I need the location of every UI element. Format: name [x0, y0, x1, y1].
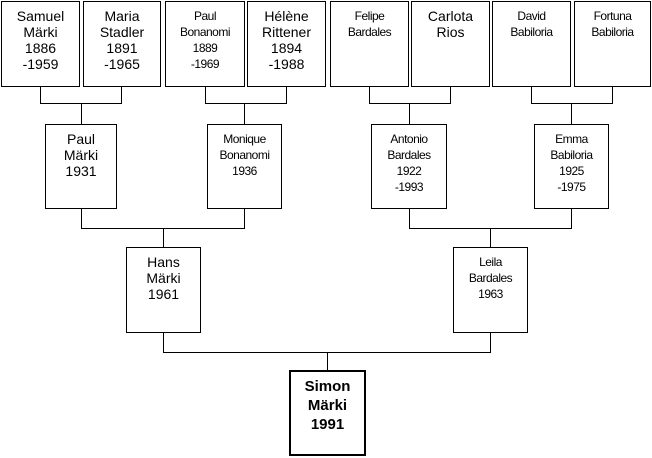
connector-felipe-carlota [369, 86, 451, 104]
person-line: Fortuna [593, 9, 632, 23]
person-line: David [517, 9, 546, 23]
person-line: Maria [104, 8, 140, 24]
person-line: -1959 [22, 56, 59, 72]
person-line: Hans [147, 254, 180, 270]
person-line: Paul [66, 131, 96, 147]
person-line: Babiloria [510, 25, 553, 39]
person-line: Emma [555, 132, 588, 146]
person-line: Babiloria [591, 25, 634, 39]
person-line: 1889 [192, 41, 218, 55]
person-line: 1894 [270, 40, 303, 56]
person-line: 1961 [147, 286, 180, 302]
person-line: Bardales [387, 148, 431, 162]
person-line: Rios [436, 24, 465, 40]
person-line: Babiloria [550, 148, 593, 162]
person-line: Leila [479, 255, 502, 269]
person-line: Bonanomi [219, 148, 270, 162]
person-line: 1963 [478, 287, 503, 301]
person-line: Bardales [468, 271, 513, 285]
connector-antonio-emma [409, 208, 572, 229]
person-line: Bardales [347, 25, 392, 39]
person-line: Hélène [264, 8, 309, 24]
connector-samuel-maria [40, 86, 122, 104]
person-line: 1922 [396, 164, 422, 178]
connector-david-fortuna [531, 86, 613, 104]
person-line: 1991 [310, 416, 345, 433]
person-line: Paul [193, 9, 217, 23]
connector-paul-m-monique [81, 208, 245, 229]
person-line: Samuel [16, 8, 65, 24]
person-line: -1993 [394, 180, 424, 194]
person-line: -1965 [104, 56, 140, 72]
person-line: 1925 [559, 164, 584, 178]
person-line: Felipe [354, 9, 385, 23]
person-line: -1975 [557, 180, 586, 194]
person-line: Antonio [390, 132, 428, 146]
person-line: Märki [307, 397, 348, 414]
connector-hans-leila [163, 332, 491, 353]
person-line: -1988 [268, 56, 305, 72]
connector-paul-b-helene [205, 86, 287, 104]
person-line: Carlota [427, 8, 474, 24]
person-line: 1886 [24, 40, 57, 56]
person-line: Monique [223, 132, 266, 146]
person-line: -1969 [190, 57, 220, 71]
person-line: 1936 [232, 164, 257, 178]
person-line: 1931 [65, 163, 97, 179]
person-line: Märki [63, 147, 99, 163]
person-line: Simon [304, 378, 351, 395]
person-line: Märki [146, 270, 181, 286]
person-line: Märki [23, 24, 58, 40]
person-line: Bonanomi [179, 25, 231, 39]
person-line: Rittener [261, 24, 312, 40]
person-line: 1891 [106, 40, 138, 56]
person-line: Stadler [99, 24, 145, 40]
